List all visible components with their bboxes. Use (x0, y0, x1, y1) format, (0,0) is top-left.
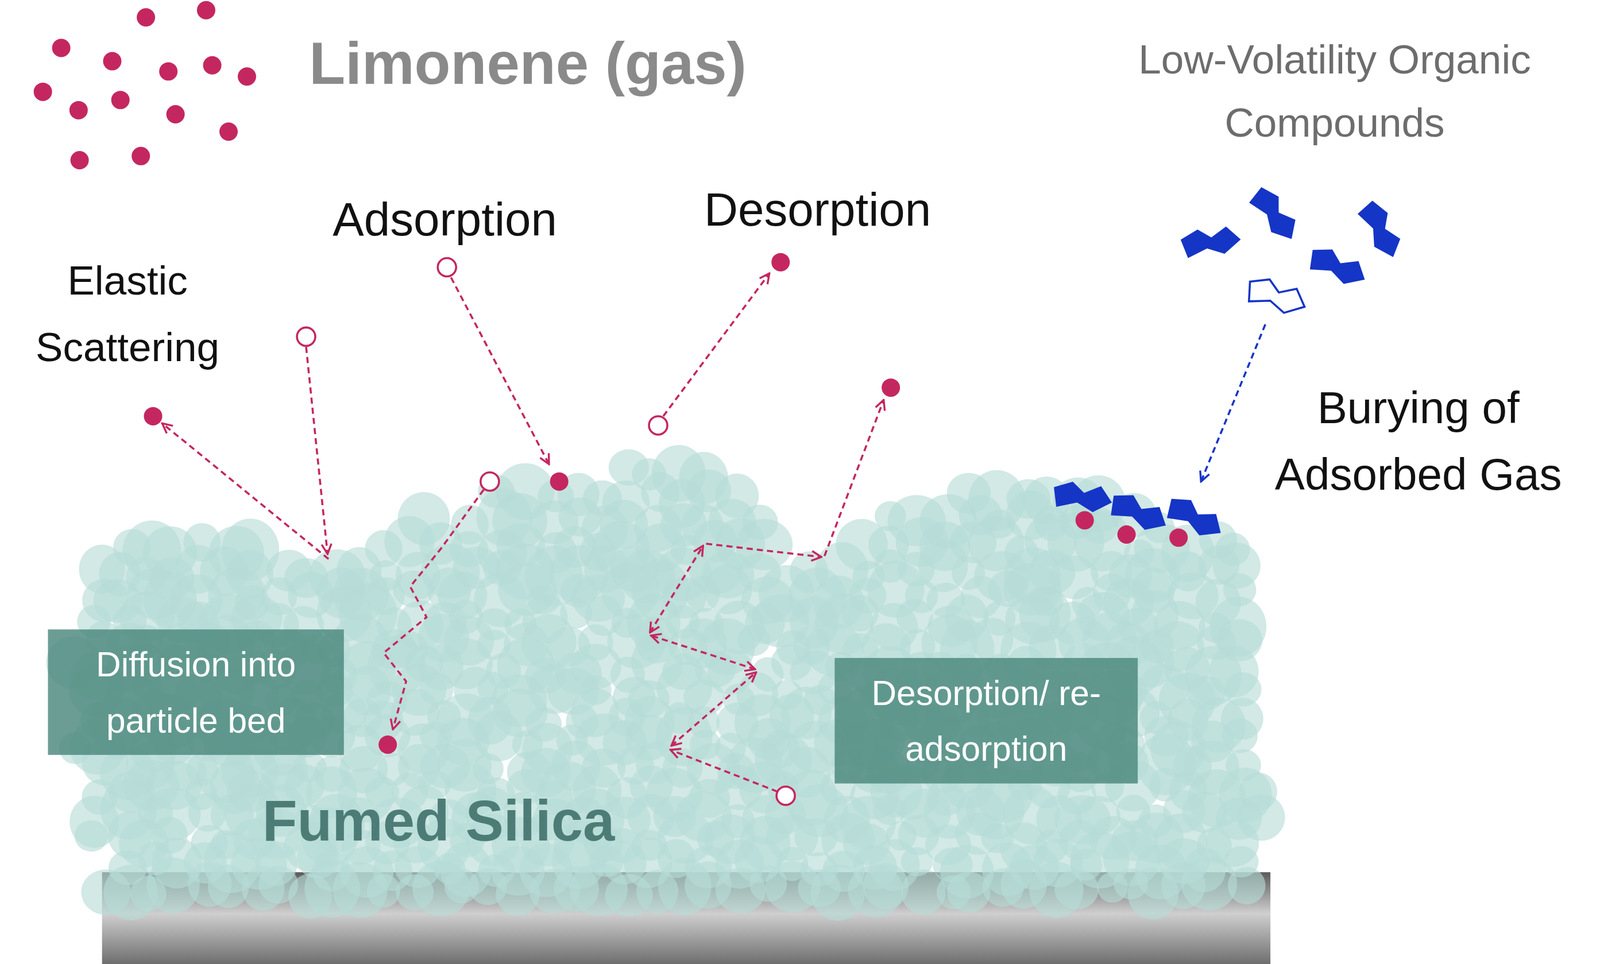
trajectory (651, 635, 756, 670)
trajectory (162, 423, 330, 559)
adsorbed-molecule (550, 472, 569, 492)
silica-particles (45, 445, 1285, 922)
buried-molecule (1169, 528, 1188, 547)
gas-molecule (196, 1, 216, 20)
desorbed-molecule (881, 378, 900, 397)
trajectory (670, 750, 778, 792)
desorbed-molecule (771, 253, 790, 272)
trajectory (663, 273, 770, 417)
silica-particle (678, 451, 729, 505)
process-label: Desorption (704, 180, 1011, 238)
silica-particle (1215, 532, 1251, 567)
incoming-molecule (480, 472, 500, 492)
adsorbed-molecule (378, 735, 397, 755)
gas-molecule (33, 82, 53, 102)
buried-molecule (1075, 511, 1095, 530)
gas-molecules (33, 1, 257, 170)
gas-molecule (70, 151, 90, 170)
gas-molecule (159, 62, 178, 81)
lvoc-molecule-outline (1244, 274, 1309, 318)
process-box: Diffusion into particle bed (48, 629, 345, 756)
gas-molecule (203, 56, 222, 75)
trajectory (1200, 324, 1266, 482)
gas-molecule (52, 39, 71, 58)
outgoing-molecule (144, 407, 163, 426)
silica-particle (221, 518, 280, 581)
lvoc-molecule (1052, 480, 1114, 514)
incoming-molecule (296, 327, 316, 346)
lvoc-molecule (1179, 222, 1243, 261)
gas-molecule (166, 105, 185, 124)
trajectory (671, 672, 756, 747)
gas-molecule (136, 8, 156, 27)
trajectory (306, 346, 328, 555)
trajectory (383, 489, 484, 730)
silica-particle (1225, 749, 1262, 782)
silica-particle (397, 492, 451, 546)
gas-molecule (69, 101, 88, 120)
incoming-molecule (648, 416, 668, 435)
trajectory (650, 546, 703, 633)
gas-molecule (102, 52, 122, 71)
lvoc-molecule (1245, 182, 1305, 247)
gas-molecule (131, 147, 150, 166)
incoming-molecule (437, 258, 456, 277)
process-label: Adsorption (332, 190, 639, 249)
gas-molecule (237, 67, 257, 86)
lvoc-molecule (1353, 196, 1409, 263)
box-text: Diffusion into particle bed (60, 636, 332, 749)
process-label: Burying of Adsorbed Gas (1239, 374, 1598, 508)
process-box: Desorption/ re-adsorption (834, 658, 1138, 784)
lvoc-molecule (1106, 489, 1172, 537)
buried-molecule (1117, 525, 1136, 544)
box-text: Desorption/ re-adsorption (847, 665, 1126, 778)
process-label: Elastic Scattering (5, 248, 250, 381)
box-content: Desorption/ re-adsorption (847, 665, 1126, 778)
trajectory (824, 400, 884, 557)
lvoc-molecule (1162, 492, 1228, 544)
box-content: Diffusion into particle bed (60, 636, 332, 749)
gas-molecule (219, 122, 238, 141)
material-label: Fumed Silica (262, 787, 732, 856)
trajectory (450, 277, 550, 465)
gas-molecule (111, 90, 130, 110)
species-label: Low-Volatility Organic Compounds (1130, 27, 1540, 154)
gas-label: Limonene (gas) (308, 27, 881, 99)
incoming-molecule (776, 786, 795, 806)
lvoc-molecule (1305, 242, 1371, 291)
trajectory (706, 543, 822, 558)
